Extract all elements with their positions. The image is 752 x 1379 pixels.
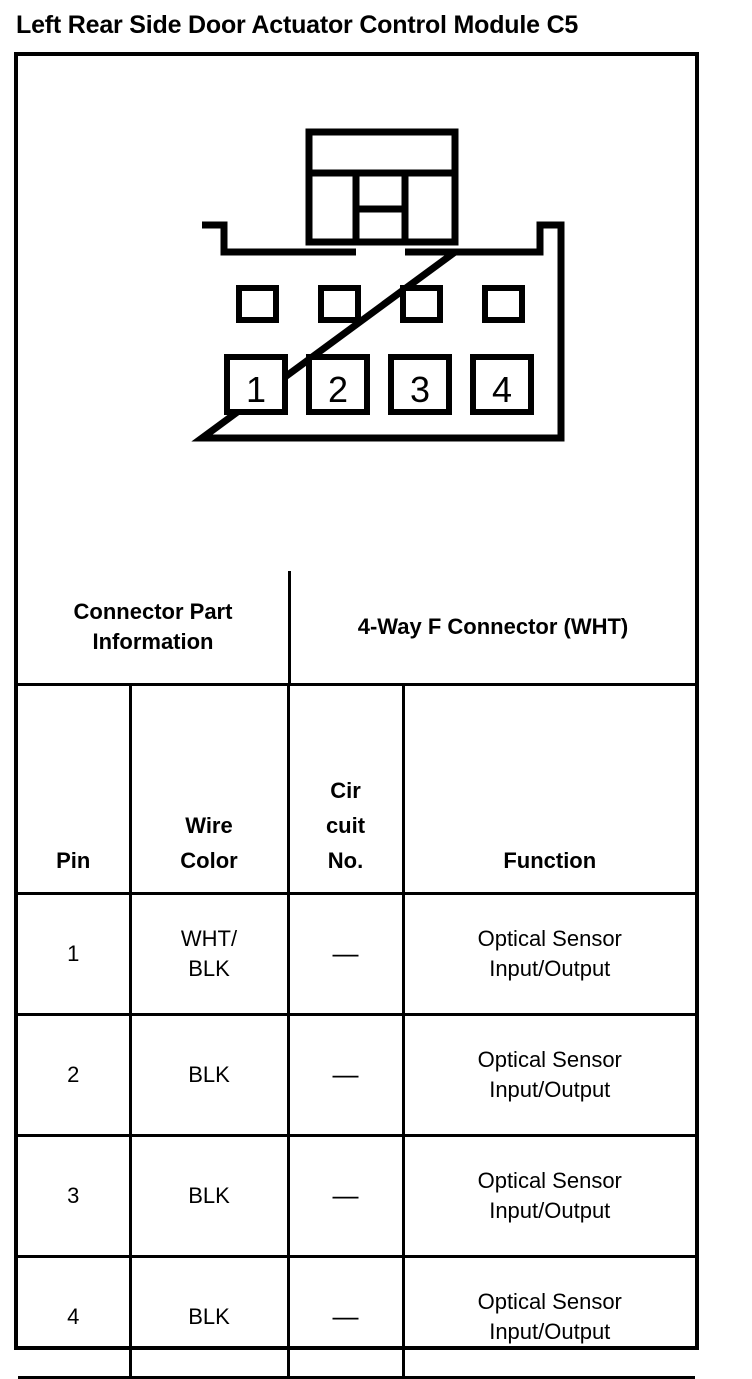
cell-pin: 3 xyxy=(18,1134,132,1258)
table-row: Connector Part Information 4-Way F Conne… xyxy=(18,571,695,686)
cell-wire-color: WHT/BLK xyxy=(128,892,290,1016)
svg-text:3: 3 xyxy=(410,369,430,410)
circuit-no-dash: — xyxy=(332,1059,359,1089)
function-line1: Optical Sensor xyxy=(477,926,622,951)
cell-circuit-no: — xyxy=(286,1255,405,1379)
function-line2: Input/Output xyxy=(489,1077,611,1102)
cell-circuit-no: — xyxy=(286,892,405,1016)
column-header-pin-label: Pin xyxy=(56,848,91,873)
function-line1: Optical Sensor xyxy=(477,1168,622,1193)
column-header-pin: Pin xyxy=(18,683,132,895)
circuit-no-dash: — xyxy=(332,938,359,968)
column-header-wire-label: Wire xyxy=(185,813,233,838)
connector-part-information-table: Connector Part Information 4-Way F Conne… xyxy=(18,571,695,686)
svg-text:2: 2 xyxy=(328,369,348,410)
column-header-function: Function xyxy=(401,683,695,895)
function-line2: Input/Output xyxy=(489,1198,611,1223)
column-header-circuit-line2: cuit xyxy=(325,813,366,838)
function-line1: Optical Sensor xyxy=(477,1047,622,1072)
connector-part-information-label: Connector Part Information xyxy=(18,571,291,686)
circuit-no-dash: — xyxy=(332,1180,359,1210)
svg-text:1: 1 xyxy=(246,369,266,410)
circuit-no-dash: — xyxy=(332,1301,359,1331)
column-header-function-label: Function xyxy=(503,848,597,873)
svg-text:4: 4 xyxy=(492,369,512,410)
function-line2: Input/Output xyxy=(489,1319,611,1344)
column-header-circuit-line3: No. xyxy=(327,848,364,873)
wire-color-line2: BLK xyxy=(188,956,230,981)
column-header-circuit-line1: Cir xyxy=(330,778,361,803)
cell-wire-color: BLK xyxy=(128,1134,290,1258)
column-header-circuit-no: Cir cuit No. xyxy=(286,683,405,895)
cell-circuit-no: — xyxy=(286,1134,405,1258)
cell-wire-color: BLK xyxy=(128,1013,290,1137)
connector-diagram-panel: 1 2 3 4 xyxy=(18,56,695,571)
page-title: Left Rear Side Door Actuator Control Mod… xyxy=(16,11,579,39)
cell-pin: 4 xyxy=(18,1255,132,1379)
wire-color-line1: BLK xyxy=(188,1304,230,1329)
cell-circuit-no: — xyxy=(286,1013,405,1137)
column-header-wire-color: Wire Color xyxy=(128,683,290,895)
connector-datasheet-frame: 1 2 3 4 Connector Part Information 4-Way… xyxy=(14,52,699,1379)
wire-color-line1: BLK xyxy=(188,1062,230,1087)
function-line2: Input/Output xyxy=(489,956,611,981)
connector-part-information-value: 4-Way F Connector (WHT) xyxy=(288,571,695,686)
cell-pin: 1 xyxy=(18,892,132,1016)
wire-color-line1: WHT/ xyxy=(180,926,238,951)
table-header-row: Pin Wire Color Cir cuit No. Function xyxy=(18,683,695,895)
column-header-color-label: Color xyxy=(180,848,238,873)
connector-face-view-icon: 1 2 3 4 xyxy=(191,128,565,442)
cell-wire-color: BLK xyxy=(128,1255,290,1379)
wire-color-line1: BLK xyxy=(188,1183,230,1208)
cell-pin: 2 xyxy=(18,1013,132,1137)
function-line1: Optical Sensor xyxy=(477,1289,622,1314)
